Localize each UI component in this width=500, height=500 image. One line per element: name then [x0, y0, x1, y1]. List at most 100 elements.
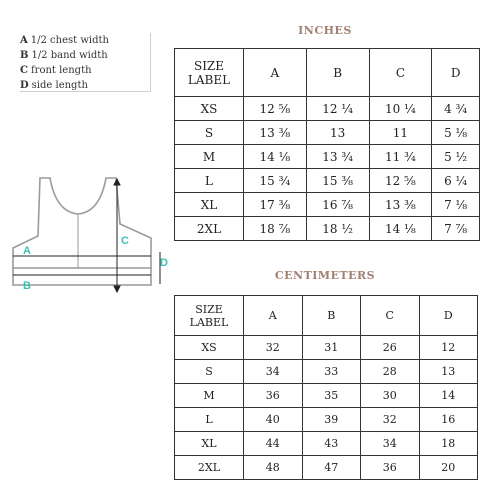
table-cell: 4 ¾	[431, 96, 480, 121]
legend-key: B	[20, 50, 29, 61]
table-cell: 34	[360, 431, 420, 456]
table-cell: XS	[174, 335, 244, 360]
table-cell: 36	[243, 383, 303, 408]
table-cell: 47	[301, 455, 361, 480]
table-cell: 13	[418, 359, 478, 384]
table-cell: M	[174, 144, 244, 169]
table-cell: 17 ⅜	[243, 192, 307, 217]
table-cell: 11	[368, 120, 433, 145]
table-cell: 15 ⅜	[305, 168, 370, 193]
table-cell: 18	[418, 431, 478, 456]
header-cell: SIZE LABEL	[174, 295, 244, 336]
table-cell: 44	[243, 431, 303, 456]
table-cell: 43	[301, 431, 361, 456]
header-cell: A	[243, 48, 307, 97]
table-cell: 33	[301, 359, 361, 384]
table-cell: 34	[243, 359, 303, 384]
table-cell: 16 ⅞	[305, 192, 370, 217]
table-cell: XL	[174, 192, 244, 217]
table-cell: 14	[418, 383, 478, 408]
table-cell: 2XL	[174, 455, 244, 480]
diagram-label-c: C	[121, 235, 129, 247]
table-cell: 6 ¼	[431, 168, 480, 193]
table-cell: 20	[418, 455, 478, 480]
legend-label: front length	[30, 65, 92, 76]
table-cell: 28	[360, 359, 420, 384]
table-cell: 31	[301, 335, 361, 360]
inches-title: INCHES	[298, 24, 352, 37]
header-cell: C	[368, 48, 433, 97]
table-cell: 30	[360, 383, 420, 408]
legend-key: A	[20, 35, 28, 46]
table-cell: 40	[243, 407, 303, 432]
header-cell: B	[301, 295, 361, 336]
sports-bra-outline-icon: A B C D	[12, 177, 168, 294]
table-cell: 18 ⅞	[243, 216, 307, 241]
table-cell: 7 ⅞	[431, 216, 480, 241]
table-cell: 48	[243, 455, 303, 480]
table-cell: XS	[174, 96, 244, 121]
table-cell: 16	[418, 407, 478, 432]
header-cell: B	[305, 48, 370, 97]
centimeters-title: CENTIMETERS	[274, 269, 376, 282]
header-cell: SIZE LABEL	[174, 48, 244, 97]
table-cell: 12 ¼	[305, 96, 370, 121]
c-bottom-arrow	[113, 285, 121, 294]
table-cell: 18 ½	[305, 216, 370, 241]
table-cell: 10 ¼	[368, 96, 433, 121]
table-cell: 12 ⅝	[243, 96, 307, 121]
table-cell: 12 ⅝	[368, 168, 433, 193]
table-cell: 32	[360, 407, 420, 432]
table-cell: 12	[418, 335, 478, 360]
table-cell: 5 ⅛	[431, 120, 480, 145]
table-cell: 32	[243, 335, 303, 360]
table-cell: 13 ⅜	[243, 120, 307, 145]
table-header-row: SIZE LABEL A B C D	[174, 48, 480, 97]
header-cell: D	[418, 295, 478, 336]
table-cell: 7 ⅛	[431, 192, 480, 217]
table-cell: 14 ⅛	[243, 144, 307, 169]
table-cell: S	[174, 120, 244, 145]
table-cell: 13 ¾	[305, 144, 370, 169]
garment-outline	[12, 177, 152, 286]
header-cell: D	[431, 48, 480, 97]
header-cell: C	[360, 295, 420, 336]
table-cell: 2XL	[174, 216, 244, 241]
diagram-label-d: D	[160, 257, 168, 269]
table-cell: 13	[305, 120, 370, 145]
table-cell: 35	[301, 383, 361, 408]
table-cell: XL	[174, 431, 244, 456]
table-cell: 11 ¾	[368, 144, 433, 169]
table-cell: 5 ½	[431, 144, 480, 169]
table-cell: 15 ¾	[243, 168, 307, 193]
header-cell: A	[243, 295, 303, 336]
table-cell: 26	[360, 335, 420, 360]
diagram-label-b: B	[23, 280, 31, 292]
diagram-label-a: A	[23, 245, 31, 257]
table-cell: M	[174, 383, 244, 408]
c-top-arrow	[113, 177, 121, 186]
legend-label: 1/2 band width	[31, 50, 108, 61]
legend-label: side length	[31, 80, 88, 91]
table-cell: 14 ⅛	[368, 216, 433, 241]
legend-key: D	[20, 80, 29, 91]
table-cell: L	[174, 407, 244, 432]
table-cell: 39	[301, 407, 361, 432]
table-cell: S	[174, 359, 244, 384]
